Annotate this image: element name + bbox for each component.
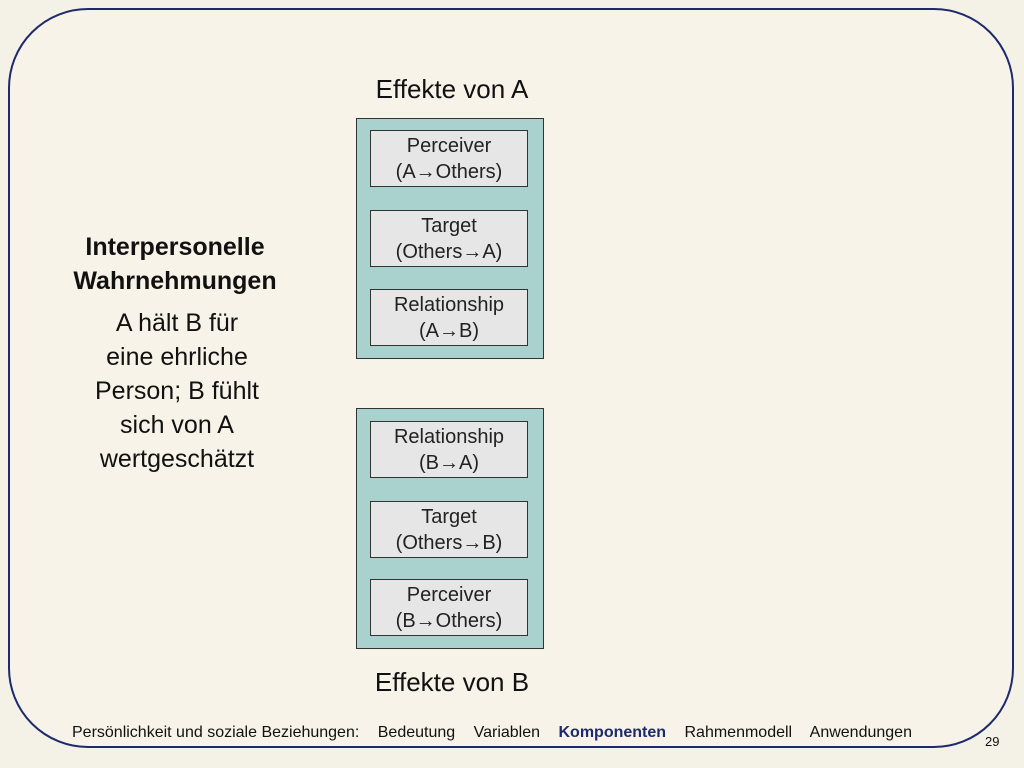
- box-line-2: (B→A): [419, 451, 479, 474]
- effects-a-target-box: Target (Others→A): [370, 210, 528, 267]
- footer-link-bedeutung[interactable]: Bedeutung: [377, 724, 456, 741]
- box-line-1: Relationship: [393, 293, 505, 316]
- box-line-1: Perceiver: [406, 583, 492, 606]
- effects-b-perceiver-box: Perceiver (B→Others): [370, 579, 528, 636]
- effects-b-relationship-box: Relationship (B→A): [370, 421, 528, 478]
- left-description: A hält B für eine ehrliche Person; B füh…: [52, 306, 302, 476]
- desc-line: A hält B für: [115, 309, 239, 337]
- effects-b-label: Effekte von B: [374, 667, 530, 697]
- footer-course-title: Persönlichkeit und soziale Beziehungen:: [72, 724, 360, 741]
- effects-b-group: Relationship (B→A) Target (Others→B) Per…: [356, 408, 544, 649]
- box-line-1: Perceiver: [406, 134, 492, 157]
- box-line-2: (A→B): [419, 319, 479, 342]
- box-line-2: (A→Others): [395, 160, 503, 183]
- footer-link-komponenten[interactable]: Komponenten: [558, 724, 667, 741]
- desc-line: eine ehrliche: [106, 343, 248, 371]
- page-number: 29: [985, 734, 1000, 749]
- box-line-2: (Others→A): [395, 240, 503, 263]
- left-title: Interpersonelle Wahrnehmungen: [40, 230, 310, 298]
- title-line-2: Wahrnehmungen: [73, 267, 277, 295]
- desc-line: Person; B fühlt: [95, 377, 259, 405]
- box-line-1: Target: [421, 505, 477, 528]
- effects-a-perceiver-box: Perceiver (A→Others): [370, 130, 528, 187]
- footer-nav: Persönlichkeit und soziale Beziehungen: …: [72, 724, 926, 742]
- box-line-1: Target: [421, 214, 477, 237]
- effects-b-target-box: Target (Others→B): [370, 501, 528, 558]
- box-line-2: (Others→B): [395, 531, 503, 554]
- title-line-1: Interpersonelle: [85, 233, 265, 261]
- desc-line: sich von A: [120, 411, 234, 439]
- effects-a-group: Perceiver (A→Others) Target (Others→A) R…: [356, 118, 544, 359]
- footer-link-variablen[interactable]: Variablen: [473, 724, 541, 741]
- effects-a-label: Effekte von A: [375, 74, 529, 104]
- effects-a-relationship-box: Relationship (A→B): [370, 289, 528, 346]
- box-line-1: Relationship: [393, 425, 505, 448]
- footer-link-anwendungen[interactable]: Anwendungen: [809, 724, 912, 741]
- box-line-2: (B→Others): [395, 609, 503, 632]
- desc-line: wertgeschätzt: [99, 445, 255, 473]
- footer-link-rahmenmodell[interactable]: Rahmenmodell: [684, 724, 793, 741]
